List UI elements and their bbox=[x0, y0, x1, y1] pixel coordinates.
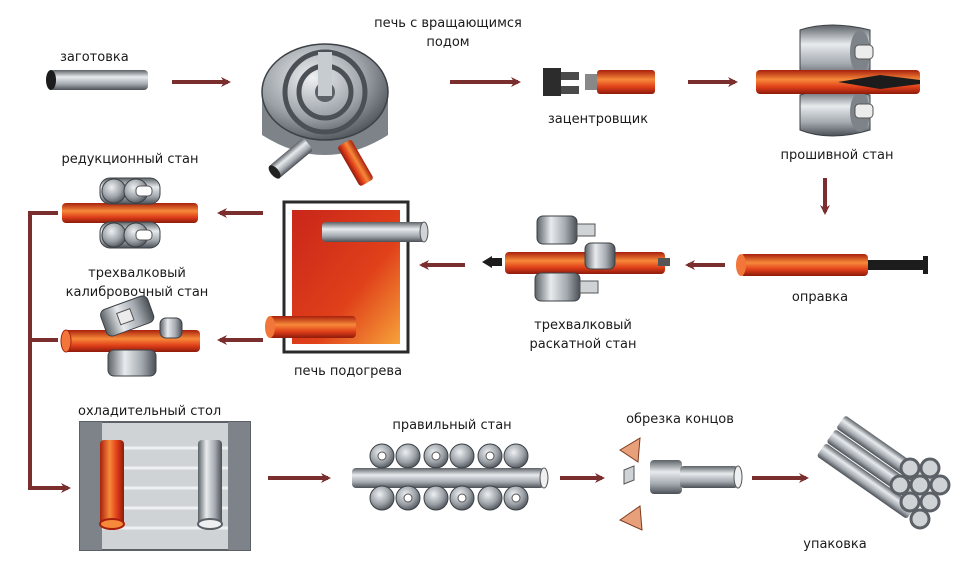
reducing-mill-icon bbox=[62, 177, 198, 249]
end-cutting-icon bbox=[618, 437, 743, 531]
straightening-mill-icon bbox=[352, 443, 549, 511]
rotary-furnace-label-2: подом bbox=[426, 35, 470, 50]
piercing-mill-label: прошивной стан bbox=[780, 148, 894, 163]
rolling-mill-label-1: трехвалковый bbox=[534, 318, 632, 333]
mandrel-label: оправка bbox=[791, 290, 849, 305]
centering-machine-label: зацентровщик bbox=[547, 112, 649, 127]
billet-icon bbox=[46, 70, 148, 90]
arrow-to-cooling-table bbox=[28, 211, 71, 493]
rotary-furnace-label-1: печь с вращающимся bbox=[374, 16, 522, 31]
piercing-mill-icon bbox=[756, 24, 920, 137]
end-cutting-label: обрезка концов bbox=[626, 412, 734, 427]
sizing-mill-label-2: калибровочный стан bbox=[65, 285, 209, 300]
centering-machine-icon bbox=[543, 68, 655, 96]
three-roll-rolling-mill-icon bbox=[482, 215, 670, 302]
straightening-mill-label: правильный стан bbox=[392, 418, 512, 433]
packing-label: упаковка bbox=[803, 537, 867, 552]
three-roll-sizing-mill-icon bbox=[60, 295, 200, 377]
billet-label: заготовка bbox=[60, 50, 129, 65]
cooling-table-icon bbox=[79, 421, 251, 551]
mandrel-icon bbox=[736, 254, 928, 276]
cooling-table-label: охладительный стол bbox=[78, 404, 222, 419]
reheat-furnace-label: печь подогрева bbox=[293, 364, 403, 379]
rolling-mill-label-2: раскатной стан bbox=[529, 337, 637, 352]
reducing-mill-label: редукционный стан bbox=[61, 152, 199, 167]
rotary-furnace-icon bbox=[261, 43, 389, 186]
sizing-mill-label-1: трехвалковый bbox=[88, 266, 186, 281]
packing-bundle-icon bbox=[817, 416, 951, 530]
reheat-furnace-icon bbox=[265, 200, 429, 354]
